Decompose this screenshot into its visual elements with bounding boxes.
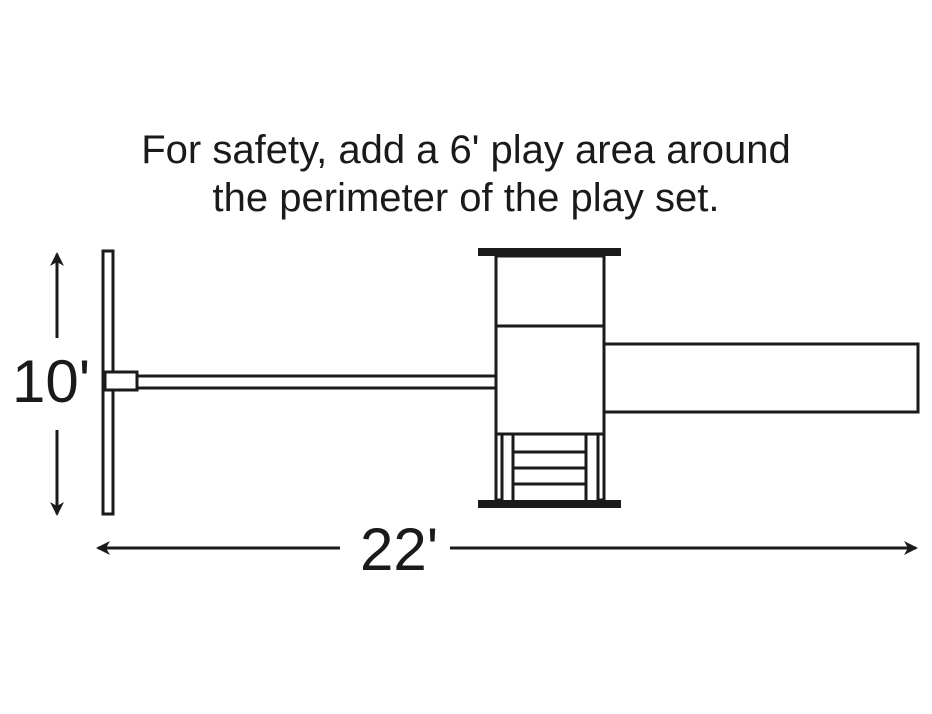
swing-beam	[103, 370, 498, 392]
play-tower	[478, 248, 621, 508]
safety-note-line-1: For safety, add a 6' play area around	[141, 128, 791, 172]
slide	[602, 342, 920, 414]
height-dimension-label: 10'	[8, 352, 95, 412]
safety-note: For safety, add a 6' play area around th…	[0, 126, 932, 222]
width-dimension-label: 22'	[348, 520, 451, 580]
ladder	[511, 434, 588, 500]
safety-note-line-2: the perimeter of the play set.	[212, 176, 720, 220]
